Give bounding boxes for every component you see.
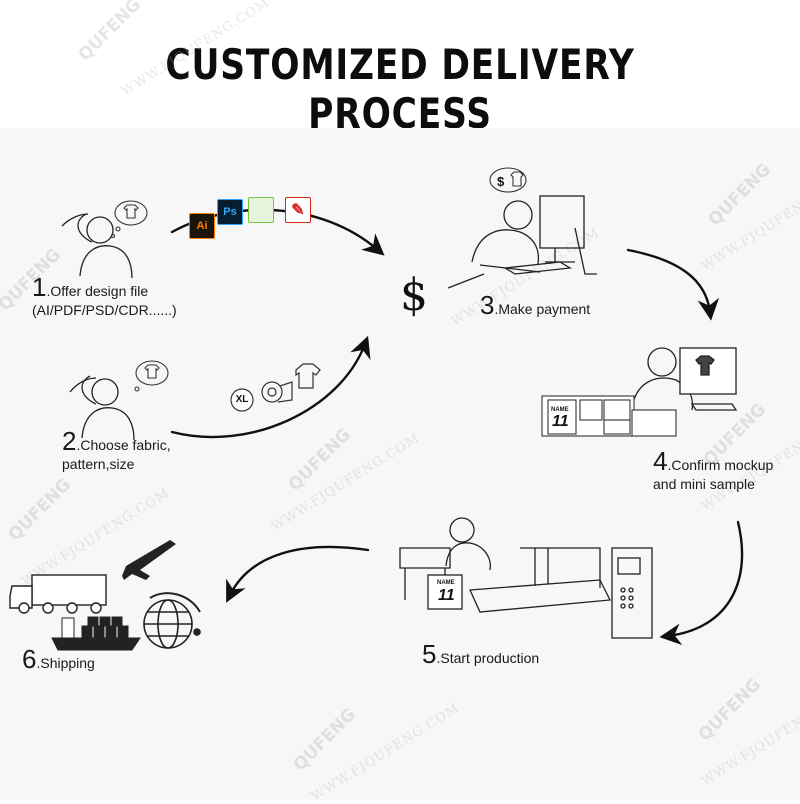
step-number: 5 [422, 639, 437, 669]
step-6-label: 6.Shipping [22, 646, 95, 673]
payment-line [447, 273, 485, 289]
page-title: CUSTOMIZED DELIVERY PROCESS [165, 40, 635, 138]
step-number: 6 [22, 644, 37, 674]
step-number: 1 [32, 272, 47, 302]
tshirt-icon [295, 363, 321, 389]
arrow-step5-to-step6 [226, 545, 370, 603]
production-jersey-number: 11 [438, 587, 455, 604]
person-thinking-icon [61, 213, 133, 279]
dollar-sign-icon: $ [400, 270, 428, 321]
arrow-step4-to-step5 [659, 520, 744, 646]
step-text: .Start production [436, 650, 540, 666]
step-3-label: 3.Make payment [480, 292, 591, 319]
step-text: .Offer design file [46, 283, 149, 299]
shirt-thought-icon [134, 360, 169, 392]
production-jersey-name: NAME [437, 580, 455, 586]
process-canvas [0, 128, 800, 800]
person-choosing-icon [69, 375, 135, 441]
step-text: .Choose fabric, [76, 437, 171, 453]
step-2-label: 2.Choose fabric, pattern,size [62, 428, 171, 474]
mockup-cards-icon [541, 395, 677, 437]
step-text: .Shipping [36, 655, 95, 671]
ai-file-icon: Ai [189, 213, 215, 239]
step-text-secondary: pattern,size [62, 456, 135, 472]
title-band: CUSTOMIZED DELIVERY PROCESS [0, 0, 800, 138]
shirt-thought-icon [489, 167, 527, 193]
airplane-icon [122, 540, 176, 580]
step-1-label: 1.Offer design file (AI/PDF/PSD/CDR.....… [32, 274, 177, 320]
step-text: .Make payment [494, 301, 591, 317]
step-5-label: 5.Start production [422, 641, 540, 668]
step-number: 2 [62, 426, 77, 456]
green-document-icon [248, 197, 274, 223]
globe-icon [143, 592, 201, 649]
cargo-ship-icon [51, 616, 141, 651]
person-at-computer-icon [471, 195, 597, 275]
step-text-secondary: and mini sample [653, 476, 755, 492]
step-number: 4 [653, 446, 668, 476]
mockup-jersey-number: 11 [552, 413, 569, 430]
arrow-step3-to-step4 [626, 248, 720, 321]
step-number: 3 [480, 290, 495, 320]
ps-file-icon: Ps [217, 199, 243, 225]
arrow-step2-to-step3 [170, 335, 371, 439]
truck-icon [9, 574, 107, 614]
step-text: .Confirm mockup [667, 457, 774, 473]
pdf-file-icon: ✎ [285, 197, 311, 223]
shirt-thought-icon [110, 200, 148, 239]
step-4-label: 4.Confirm mockup and mini sample [653, 448, 774, 494]
shirt-price-dollar-icon: $ [497, 174, 505, 189]
production-machine-icon [399, 517, 653, 639]
size-badge-label: XL [235, 393, 249, 405]
person-reviewing-mockup-icon [631, 347, 738, 411]
fabric-roll-icon [261, 381, 293, 403]
mockup-jersey-name: NAME [551, 407, 569, 413]
size-badge-icon [230, 388, 254, 412]
step-text-secondary: (AI/PDF/PSD/CDR......) [32, 302, 177, 318]
